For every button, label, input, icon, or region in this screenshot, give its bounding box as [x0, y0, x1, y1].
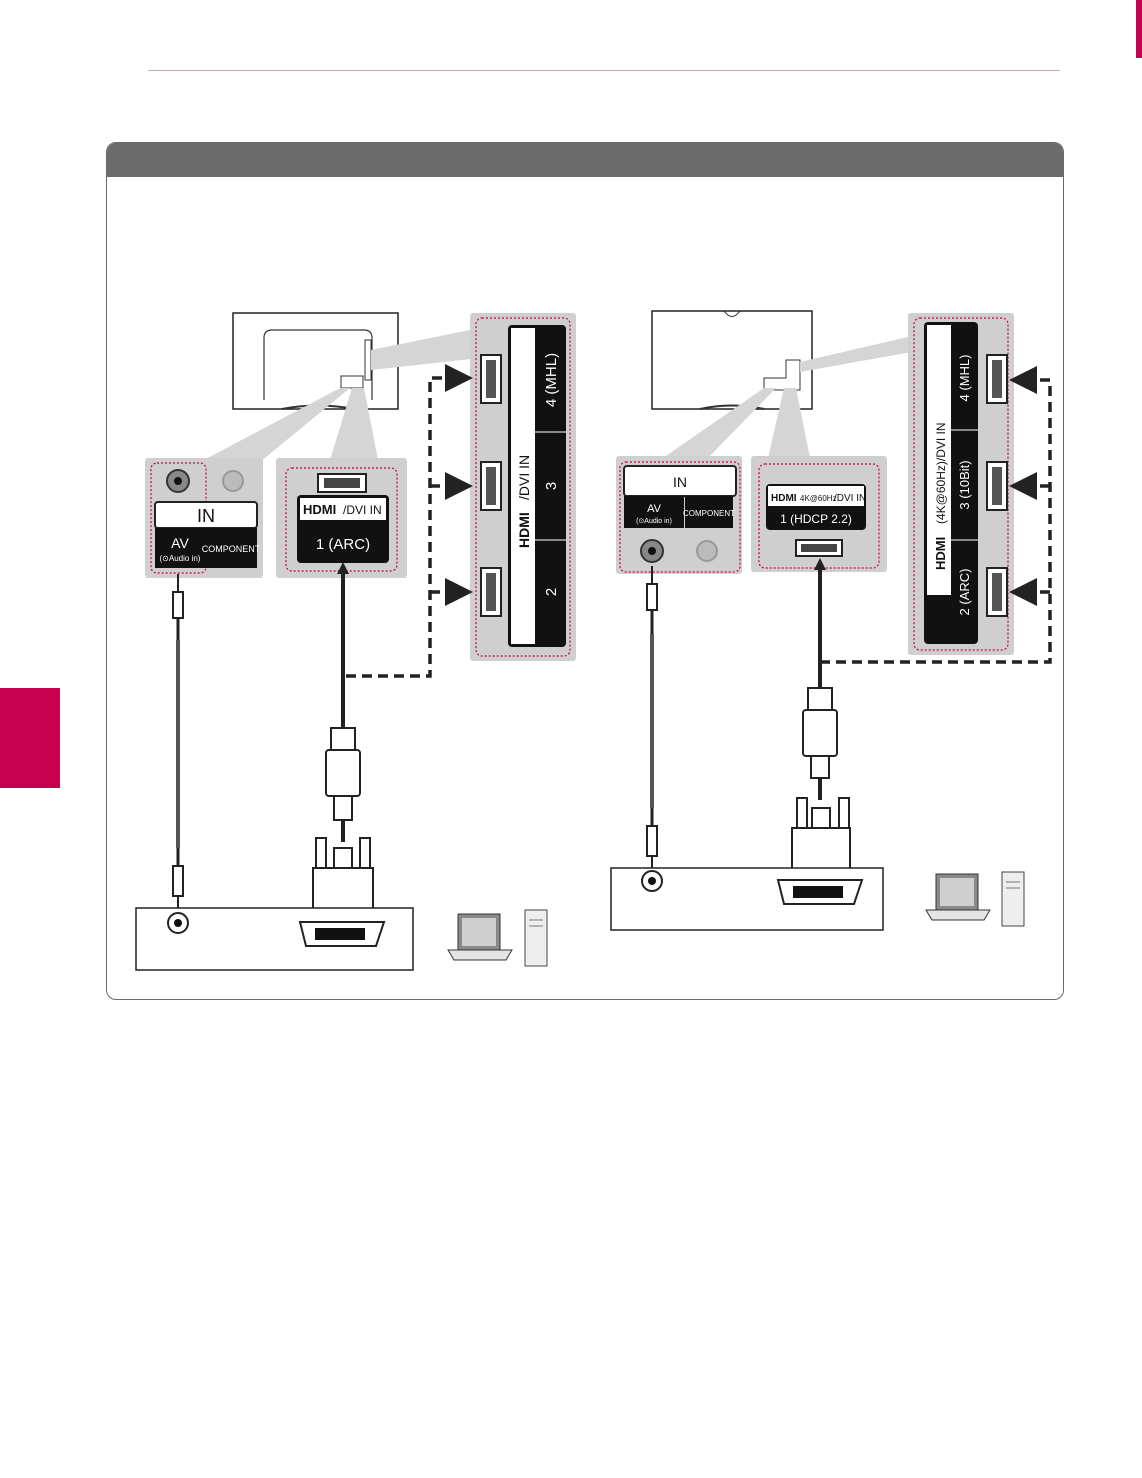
- left-port-3: 3: [543, 482, 560, 490]
- left-component-label: COMPONENT: [202, 544, 261, 554]
- right-port-4: 4 (MHL): [957, 355, 972, 402]
- right-port-3: 3 (10Bit): [957, 460, 972, 509]
- right-hdmi-dvi-cable: [792, 558, 850, 870]
- right-in-label: IN: [673, 474, 687, 490]
- right-side-label: (4K@60Hz)/DVI IN: [934, 422, 948, 524]
- right-pc-backplate: [611, 868, 883, 930]
- right-component-label: COMPONENT: [683, 509, 735, 518]
- right-audio-cable: [647, 566, 657, 870]
- left-side-hdmi-badge: HDMI: [516, 512, 532, 548]
- left-hdmi-dvi-cable: [313, 562, 373, 910]
- right-audio-in-label: (⊙Audio in): [636, 518, 672, 525]
- right-hdmi1-panel: HDMI 4K@60Hz /DVI IN 1 (HDCP 2.2): [751, 456, 887, 572]
- left-av-label: AV: [171, 535, 189, 551]
- left-port-4: 4 (MHL): [543, 353, 560, 407]
- left-audio-cable: [173, 574, 183, 910]
- left-computer-icon: [448, 910, 547, 966]
- right-zoom-cone-side: [800, 336, 912, 372]
- left-dvi-in-label: /DVI IN: [343, 503, 382, 517]
- left-hdmi1-label: 1 (ARC): [316, 536, 370, 553]
- left-in-label: IN: [197, 506, 215, 526]
- left-av-panel: IN AV (⊙Audio in) COMPONENT: [145, 458, 263, 578]
- left-hdmi1-panel: HDMI /DVI IN 1 (ARC): [276, 458, 407, 578]
- right-av-label: AV: [647, 503, 662, 515]
- right-diagram: IN AV (⊙Audio in) COMPONENT HDMI 4K@60Hz…: [611, 311, 1050, 930]
- left-side-label: /DVI IN: [516, 455, 532, 500]
- left-diagram: IN AV (⊙Audio in) COMPONENT HDMI /DVI IN…: [136, 313, 576, 970]
- right-dvi-in-label: /DVI IN: [834, 493, 866, 504]
- left-audio-in-label: (⊙Audio in): [160, 554, 201, 563]
- left-port-2: 2: [543, 588, 560, 596]
- right-hdmi1-label: 1 (HDCP 2.2): [780, 512, 852, 526]
- right-hdmi-sub: 4K@60Hz: [800, 494, 837, 503]
- right-side-hdmi-badge: HDMI: [933, 537, 948, 570]
- right-side-hdmi-panel: HDMI (4K@60Hz)/DVI IN 4 (MHL) 3 (10Bit) …: [908, 313, 1014, 655]
- left-pc-backplate: [136, 908, 413, 970]
- left-side-hdmi-panel: HDMI /DVI IN 4 (MHL) 3 2: [470, 313, 576, 661]
- right-av-panel: IN AV (⊙Audio in) COMPONENT: [616, 456, 742, 574]
- right-hdmi-badge: HDMI: [771, 493, 797, 504]
- right-port-2: 2 (ARC): [957, 569, 972, 616]
- right-computer-icon: [926, 872, 1024, 926]
- left-hdmi-badge: HDMI: [303, 502, 336, 517]
